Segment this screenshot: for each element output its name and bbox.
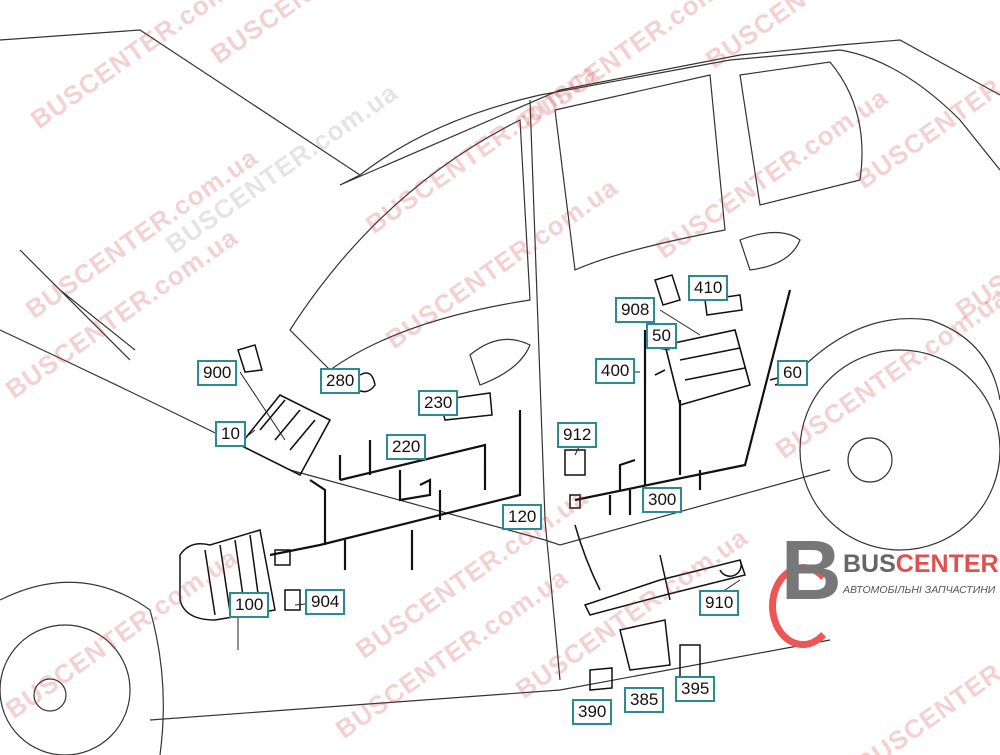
rear-door-harness xyxy=(574,289,792,515)
callout-900[interactable]: 900 xyxy=(197,360,238,386)
logo-brand-center: CENTER xyxy=(895,550,999,578)
front-wheel-arch xyxy=(0,581,164,755)
callout-50[interactable]: 50 xyxy=(646,323,677,349)
callout-385[interactable]: 385 xyxy=(624,687,665,713)
callout-60[interactable]: 60 xyxy=(777,360,808,386)
rear-hub xyxy=(847,437,893,483)
front-door-control-module xyxy=(238,393,332,477)
rear-window xyxy=(554,74,726,271)
front-window xyxy=(289,119,531,371)
callout-904[interactable]: 904 xyxy=(305,589,346,615)
callout-908[interactable]: 908 xyxy=(615,297,656,323)
wiper-arm xyxy=(19,249,136,361)
buscenter-logo: B BUSCENTER АВТОМОБІЛЬНІ ЗАПЧАСТИНИ xyxy=(769,523,1000,648)
sill-line xyxy=(149,639,831,721)
front-door-handle xyxy=(469,338,531,386)
callout-390[interactable]: 390 xyxy=(572,699,613,725)
quarter-window xyxy=(739,61,863,206)
callout-100[interactable]: 100 xyxy=(229,592,270,618)
rear-door-handle xyxy=(739,231,801,271)
callout-910[interactable]: 910 xyxy=(699,590,740,616)
logo-tagline: АВТОМОБІЛЬНІ ЗАПЧАСТИНИ xyxy=(843,584,996,596)
b-pillar xyxy=(529,99,561,681)
callout-10[interactable]: 10 xyxy=(215,421,246,447)
callout-300[interactable]: 300 xyxy=(642,487,683,513)
callout-120[interactable]: 120 xyxy=(502,504,543,530)
rear-door-control-module xyxy=(654,329,751,406)
rear-grommet xyxy=(574,524,746,616)
front-grommet xyxy=(179,529,276,621)
callout-410[interactable]: 410 xyxy=(688,275,729,301)
callout-395[interactable]: 395 xyxy=(675,676,716,702)
callout-280[interactable]: 280 xyxy=(320,368,361,394)
front-door-harness xyxy=(269,410,522,570)
front-wheel xyxy=(0,624,131,755)
roof-rail xyxy=(359,49,1000,176)
roof-line xyxy=(339,39,1000,186)
callout-400[interactable]: 400 xyxy=(595,358,636,384)
callout-912[interactable]: 912 xyxy=(557,422,598,448)
rear-wheel xyxy=(799,349,1000,551)
logo-b-mark: B xyxy=(781,523,842,617)
windshield-outline xyxy=(0,29,362,186)
logo-c-mark xyxy=(769,564,837,648)
callout-220[interactable]: 220 xyxy=(386,434,427,460)
callout-230[interactable]: 230 xyxy=(418,390,459,416)
front-hub xyxy=(33,678,67,712)
rear-wheel-arch xyxy=(799,317,1000,401)
logo-brand: BUSCENTER xyxy=(843,550,999,579)
logo-brand-bus: BUS xyxy=(843,550,896,578)
